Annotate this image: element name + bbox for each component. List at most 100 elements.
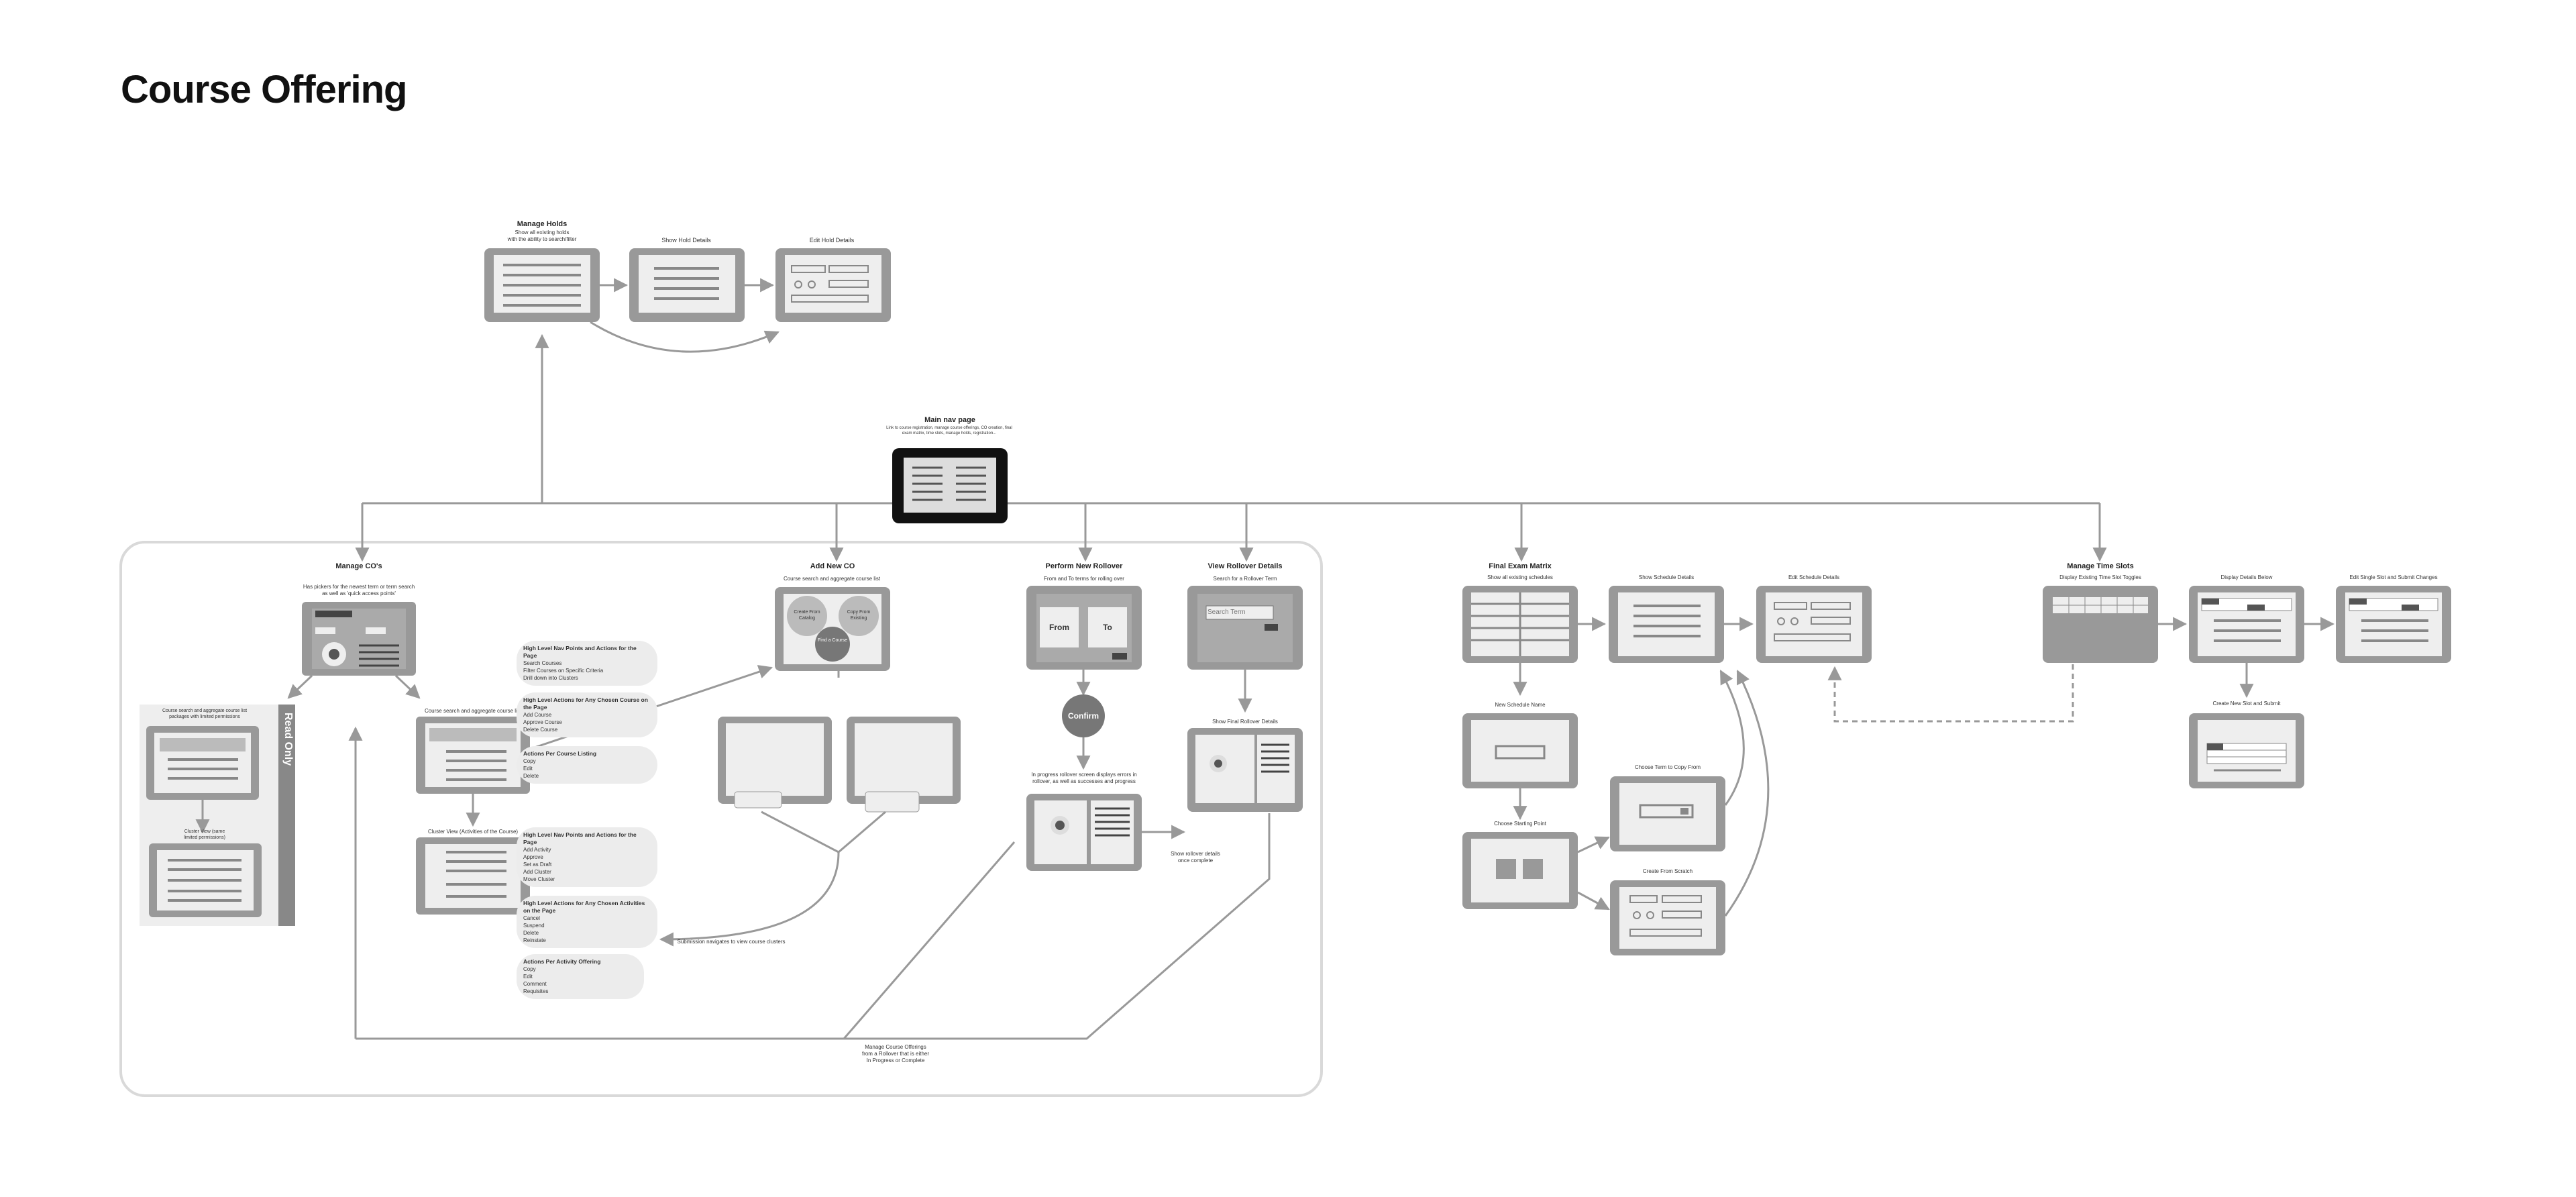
main-nav-desc: Link to course registration, manage cour…	[886, 426, 1012, 435]
final-rollover-label: Show Final Rollover Details	[1212, 719, 1278, 725]
add-new-co-screen	[775, 587, 890, 671]
bubble-item: Filter Courses on Specific Criteria	[523, 668, 604, 674]
manage-holds-screen	[484, 248, 600, 322]
show-schedule-screen	[1609, 586, 1724, 663]
cluster-view-label: Cluster View (Activities of the Course)	[427, 829, 519, 835]
bubble-item: Add Activity	[523, 847, 551, 853]
manage-holds-title: Manage Holds	[517, 220, 568, 228]
confirm-button	[1062, 694, 1105, 737]
bubble-activity-offering-head: Actions Per Activity Offering	[523, 958, 601, 965]
bubble-item: Cancel	[523, 915, 540, 921]
bubble-item: Move Cluster	[523, 876, 555, 882]
bubble-activity-offering: Actions Per Activity Offering Copy Edit …	[517, 954, 644, 999]
copy-from-existing: Copy From Existing	[847, 610, 871, 621]
rollover-desc: From and To terms for rolling over	[1044, 576, 1124, 582]
manage-cos-container	[119, 541, 1323, 1097]
create-slot-screen	[2189, 713, 2304, 788]
bubble-item: Delete	[523, 773, 539, 779]
bubble-nav-points: High Level Nav Points and Actions for th…	[517, 641, 657, 686]
bubble-item: Copy	[523, 758, 536, 764]
create-slot-label: Create New Slot and Submit	[2212, 700, 2281, 707]
edit-hold-details-title: Edit Hold Details	[809, 237, 855, 244]
display-details-label: Display Details Below	[2220, 574, 2273, 580]
bubble-nav-points-head: High Level Nav Points and Actions for th…	[523, 645, 637, 659]
submission-note: Submission navigates to view course clus…	[677, 939, 786, 945]
bubble-item: Suspend	[523, 923, 545, 929]
page-title: Course Offering	[121, 68, 407, 111]
new-schedule-name-screen	[1462, 713, 1578, 788]
time-slots-title: Manage Time Slots	[2067, 562, 2134, 570]
bubble-item: Approve Course	[523, 719, 562, 725]
find-a-course: Find a Course	[818, 638, 847, 643]
manage-holds-desc: Show all existing holds with the ability…	[507, 229, 577, 242]
rollover-progress-desc: In progress rollover screen displays err…	[1031, 772, 1137, 784]
course-search-screen	[416, 717, 530, 794]
rollover-progress-screen	[1026, 794, 1142, 871]
read-only-cluster-label: Cluster View (same limited permissions)	[184, 829, 225, 840]
bubble-course-actions: High Level Actions for Any Chosen Course…	[517, 692, 657, 737]
create-from-catalog: Create From Catalog	[794, 610, 820, 621]
create-scratch-label: Create From Scratch	[1642, 868, 1693, 874]
time-slots-screen	[2043, 586, 2158, 663]
bubble-activity-actions: High Level Actions for Any Chosen Activi…	[517, 896, 657, 948]
bubble-course-listing-head: Actions Per Course Listing	[523, 750, 597, 757]
edit-schedule-screen	[1756, 586, 1872, 663]
read-only-label: Read Only	[282, 713, 294, 766]
show-hold-details-screen	[629, 248, 745, 322]
bubble-item: Copy	[523, 966, 536, 972]
manage-rollover-note: Manage Course Offerings from a Rollover …	[861, 1044, 930, 1063]
edit-hold-details-screen	[775, 248, 891, 322]
cluster-view-screen	[416, 837, 530, 915]
choose-term-copy-screen	[1610, 776, 1725, 851]
add-new-co-desc: Course search and aggregate course list	[783, 576, 881, 582]
bubble-course-listing: Actions Per Course Listing Copy Edit Del…	[517, 746, 657, 784]
new-schedule-label: New Schedule Name	[1495, 702, 1546, 708]
view-rollover-screen	[1187, 586, 1303, 670]
bubble-item: Search Courses	[523, 660, 562, 666]
main-nav-title: Main nav page	[924, 416, 975, 424]
bubble-item: Approve	[523, 854, 543, 860]
final-exam-screen	[1462, 586, 1578, 663]
choose-term-label: Choose Term to Copy From	[1634, 764, 1701, 770]
choose-start-screen	[1462, 832, 1578, 909]
show-hold-details-title: Show Hold Details	[661, 237, 711, 244]
bubble-item: Add Course	[523, 712, 552, 718]
course-search-label: Course search and aggregate course list	[424, 708, 522, 714]
choose-start-label: Choose Starting Point	[1494, 821, 1546, 827]
show-schedule-label: Show Schedule Details	[1638, 574, 1695, 580]
final-exam-title: Final Exam Matrix	[1489, 562, 1552, 570]
bubble-item: Add Cluster	[523, 869, 551, 875]
rollover-title: Perform New Rollover	[1045, 562, 1123, 570]
bubble-item: Delete Course	[523, 727, 558, 733]
read-only-cluster-screen	[149, 843, 262, 917]
bubble-activity-nav: High Level Nav Points and Actions for th…	[517, 827, 657, 887]
rollover-to: To	[1103, 623, 1112, 632]
bubble-activity-actions-head: High Level Actions for Any Chosen Activi…	[523, 900, 645, 914]
read-only-search-screen	[146, 726, 259, 800]
rollover-complete-note: Show rollover details once complete	[1171, 851, 1220, 864]
edit-slot-label: Edit Single Slot and Submit Changes	[2349, 574, 2438, 580]
rollover-from: From	[1049, 623, 1069, 632]
confirm-label: Confirm	[1068, 711, 1099, 721]
bubble-item: Set as Draft	[523, 862, 552, 868]
bubble-item: Delete	[523, 930, 539, 936]
search-term-input: Search Term	[1208, 609, 1246, 616]
create-scratch-screen	[1610, 880, 1725, 955]
bubble-item: Reinstate	[523, 937, 546, 943]
final-rollover-screen	[1187, 728, 1303, 812]
view-rollover-title: View Rollover Details	[1208, 562, 1283, 570]
edit-schedule-label: Edit Schedule Details	[1788, 574, 1840, 580]
add-co-existing-screen	[847, 717, 961, 813]
rollover-screen	[1026, 586, 1142, 670]
add-co-catalog-screen	[718, 717, 832, 809]
edit-slot-screen	[2336, 586, 2451, 663]
manage-cos-screen	[302, 602, 416, 676]
manage-cos-title: Manage CO's	[335, 562, 382, 570]
bubble-item: Edit	[523, 974, 533, 980]
final-exam-desc: Show all existing schedules	[1487, 574, 1553, 580]
bubble-course-actions-head: High Level Actions for Any Chosen Course…	[523, 696, 648, 711]
time-slots-desc: Display Existing Time Slot Toggles	[2059, 574, 2141, 580]
add-new-co-title: Add New CO	[810, 562, 855, 570]
display-details-screen	[2189, 586, 2304, 663]
